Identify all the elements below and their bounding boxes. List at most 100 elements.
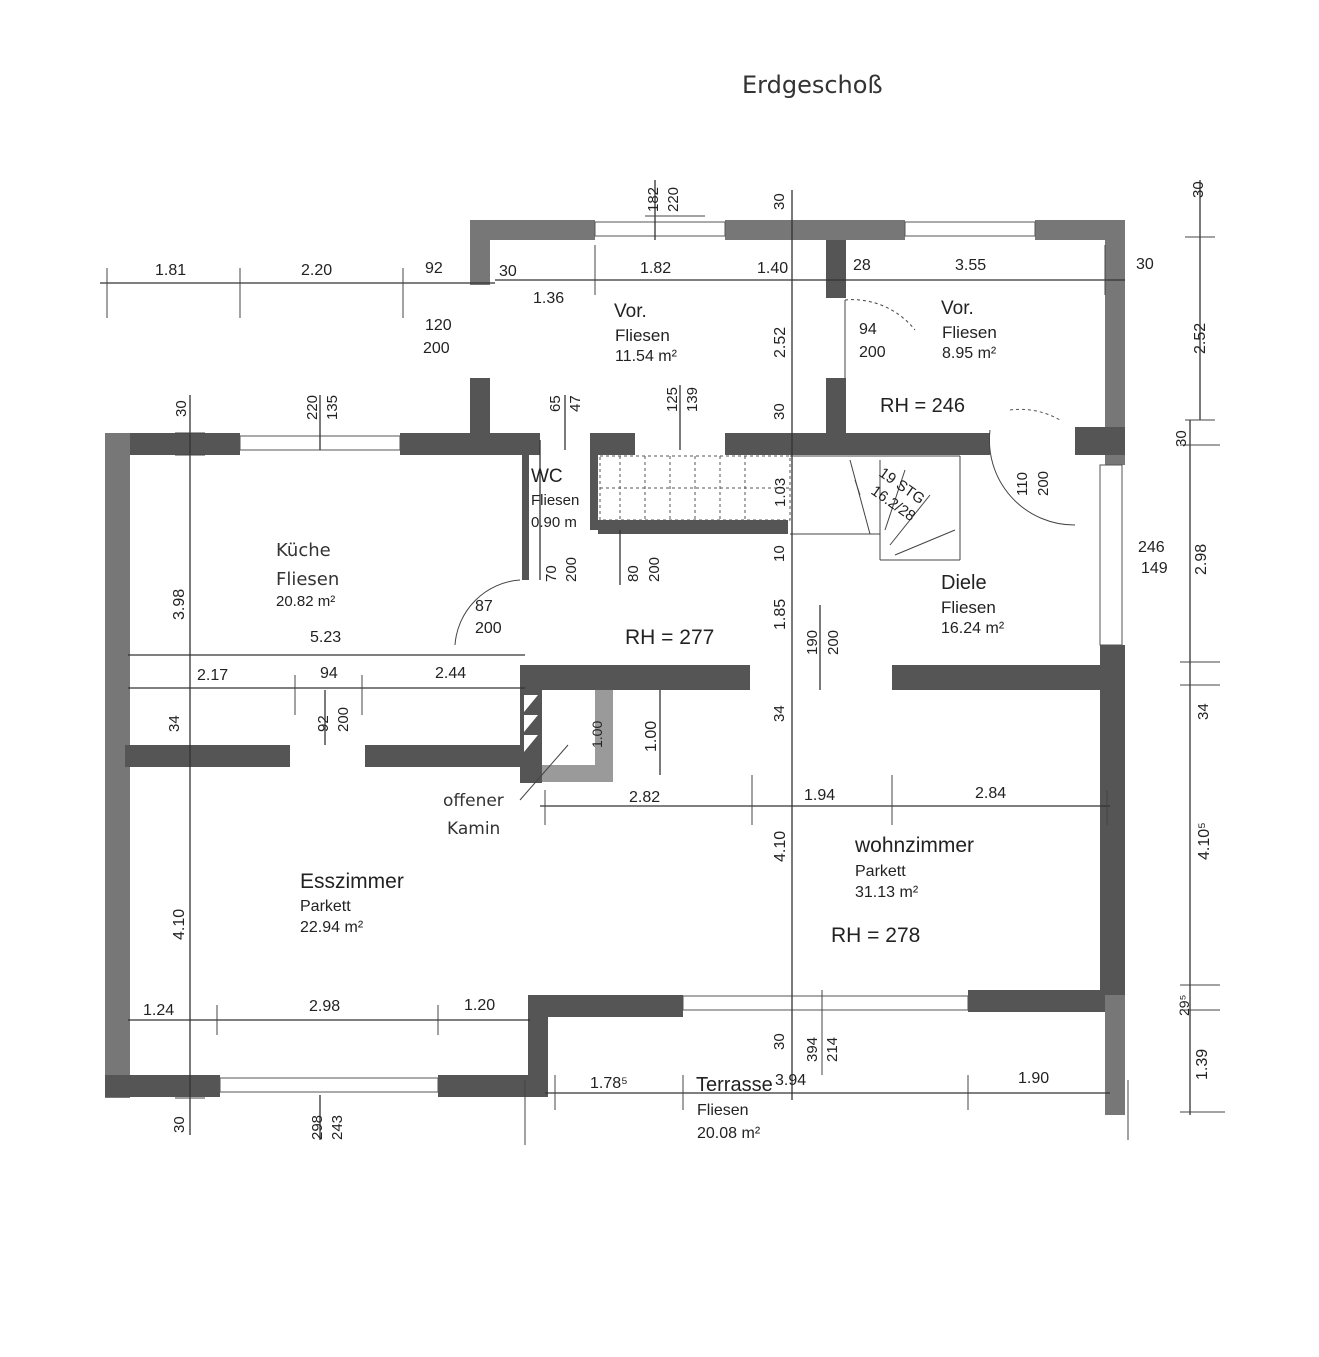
dim-label: 220	[665, 187, 682, 212]
dim-label: 1.36	[533, 290, 564, 307]
dim-label: 2.20	[301, 262, 332, 279]
dim-label: 28	[853, 257, 871, 274]
dim-label: 2.52	[1192, 323, 1209, 354]
dim-label: 94	[320, 665, 338, 682]
dim-label: 34	[166, 715, 183, 732]
walls	[105, 220, 1125, 1115]
dim-label: 2.82	[629, 789, 660, 806]
dim-label: 200	[475, 620, 502, 637]
room-area: 20.08 m²	[697, 1125, 761, 1142]
dim-label: 3.98	[171, 589, 188, 620]
room-area: 8.95 m²	[942, 345, 997, 362]
room-floor: Fliesen	[615, 326, 670, 345]
room-name: Esszimmer	[300, 870, 404, 893]
room-floor: Fliesen	[941, 598, 996, 617]
dim-label: 2.84	[975, 785, 1006, 802]
room-height-label: RH = 278	[831, 924, 920, 947]
dim-label: 1.78⁵	[590, 1075, 628, 1092]
room-wohnzimmer: wohnzimmer Parkett 31.13 m²	[854, 834, 974, 901]
dim-label: 200	[335, 707, 352, 732]
room-kueche: Küche Fliesen 20.82 m²	[276, 540, 339, 610]
dim-label: 214	[824, 1037, 841, 1062]
dim-label: 4.10	[171, 909, 188, 940]
room-diele: Diele Fliesen 16.24 m²	[941, 572, 1005, 637]
dim-label: 30	[1173, 430, 1190, 447]
dim-label: 1.00	[643, 721, 660, 752]
room-height-label: RH = 246	[880, 395, 965, 417]
dim-label: 246	[1138, 539, 1165, 556]
dim-label: 29⁵	[1176, 995, 1192, 1016]
dim-label: 200	[859, 344, 886, 361]
dim-label: 1.40	[757, 260, 788, 277]
room-floor: Fliesen	[531, 492, 579, 509]
fireplace-label: offener	[443, 791, 504, 811]
dim-label: 200	[423, 340, 450, 357]
dim-label: 182	[645, 187, 662, 212]
dim-label: 30	[771, 1033, 788, 1050]
dim-label: 1.85	[772, 599, 789, 630]
plan-title: Erdgeschoß	[742, 71, 883, 99]
fireplace-label: Kamin	[447, 819, 500, 839]
room-name: Terrasse	[696, 1074, 773, 1096]
dim-label: 3.55	[955, 257, 986, 274]
dim-label: 5.23	[310, 629, 341, 646]
dim-label: 120	[425, 317, 452, 334]
dim-label: 139	[684, 387, 701, 412]
dimension-labels: 1.81 2.20 92 30 1.82 1.40 28 3.55 30 1.3…	[143, 256, 1168, 1092]
dim-label: 298	[309, 1115, 326, 1140]
room-floor: Fliesen	[697, 1102, 749, 1119]
dim-label: 1.00	[589, 721, 605, 748]
dim-label: 1.20	[464, 997, 495, 1014]
dim-label: 394	[804, 1037, 821, 1062]
room-floor: Fliesen	[942, 323, 997, 342]
room-name: Vor.	[614, 301, 647, 322]
room-floor: Parkett	[855, 863, 906, 880]
room-terrasse: Terrasse Fliesen 20.08 m²	[696, 1074, 773, 1142]
dim-label: 1.03	[772, 478, 789, 507]
room-area: 22.94 m²	[300, 919, 364, 936]
dim-label: 92	[315, 715, 332, 732]
dim-label: 200	[563, 557, 580, 582]
dim-label: 94	[859, 321, 877, 338]
room-vor-right: Vor. Fliesen 8.95 m²	[941, 298, 997, 362]
room-esszimmer: Esszimmer Parkett 22.94 m²	[300, 870, 404, 936]
dim-label: 30	[771, 193, 788, 210]
dim-label: 149	[1141, 560, 1168, 577]
room-name: Diele	[941, 572, 987, 594]
dim-label: 34	[771, 705, 788, 722]
dimension-lines	[100, 180, 1225, 1145]
dim-label: 4.10⁵	[1196, 822, 1213, 860]
dim-label: 110	[1014, 472, 1031, 496]
dim-label: 10	[771, 545, 788, 562]
dim-label: 2.17	[197, 667, 228, 684]
room-vor-left: Vor. Fliesen 11.54 m²	[614, 301, 678, 365]
dim-label: 34	[1195, 703, 1212, 720]
dim-label: 47	[567, 395, 584, 412]
dim-label: 220	[304, 395, 321, 420]
room-area: 31.13 m²	[855, 884, 919, 901]
room-area: 11.54 m²	[615, 348, 678, 365]
dim-label: 87	[475, 598, 493, 615]
dim-label: 30	[173, 400, 190, 417]
room-name: Küche	[276, 540, 331, 561]
dim-label: 2.98	[1193, 544, 1210, 575]
door-swings	[454, 299, 1076, 646]
dim-label: 2.52	[772, 327, 789, 358]
room-floor: Fliesen	[276, 569, 339, 590]
dim-label: 200	[1035, 471, 1052, 496]
dim-label: 30	[171, 1116, 188, 1133]
dim-label: 30	[499, 263, 517, 280]
dim-label: 1.90	[1018, 1070, 1049, 1087]
room-height-label: RH = 277	[625, 626, 714, 649]
dim-label: 125	[664, 387, 681, 412]
dim-label: 3.94	[775, 1072, 806, 1089]
dim-label: 1.94	[804, 787, 835, 804]
room-wc: WC Fliesen 0.90 m	[531, 466, 579, 531]
dim-label: 2.44	[435, 665, 466, 682]
staircase	[599, 455, 961, 561]
room-name: WC	[531, 466, 563, 487]
dim-label: 1.81	[155, 262, 186, 279]
dim-label: 190	[804, 630, 821, 655]
dim-label: 1.82	[640, 260, 671, 277]
dim-label: 1.24	[143, 1002, 174, 1019]
